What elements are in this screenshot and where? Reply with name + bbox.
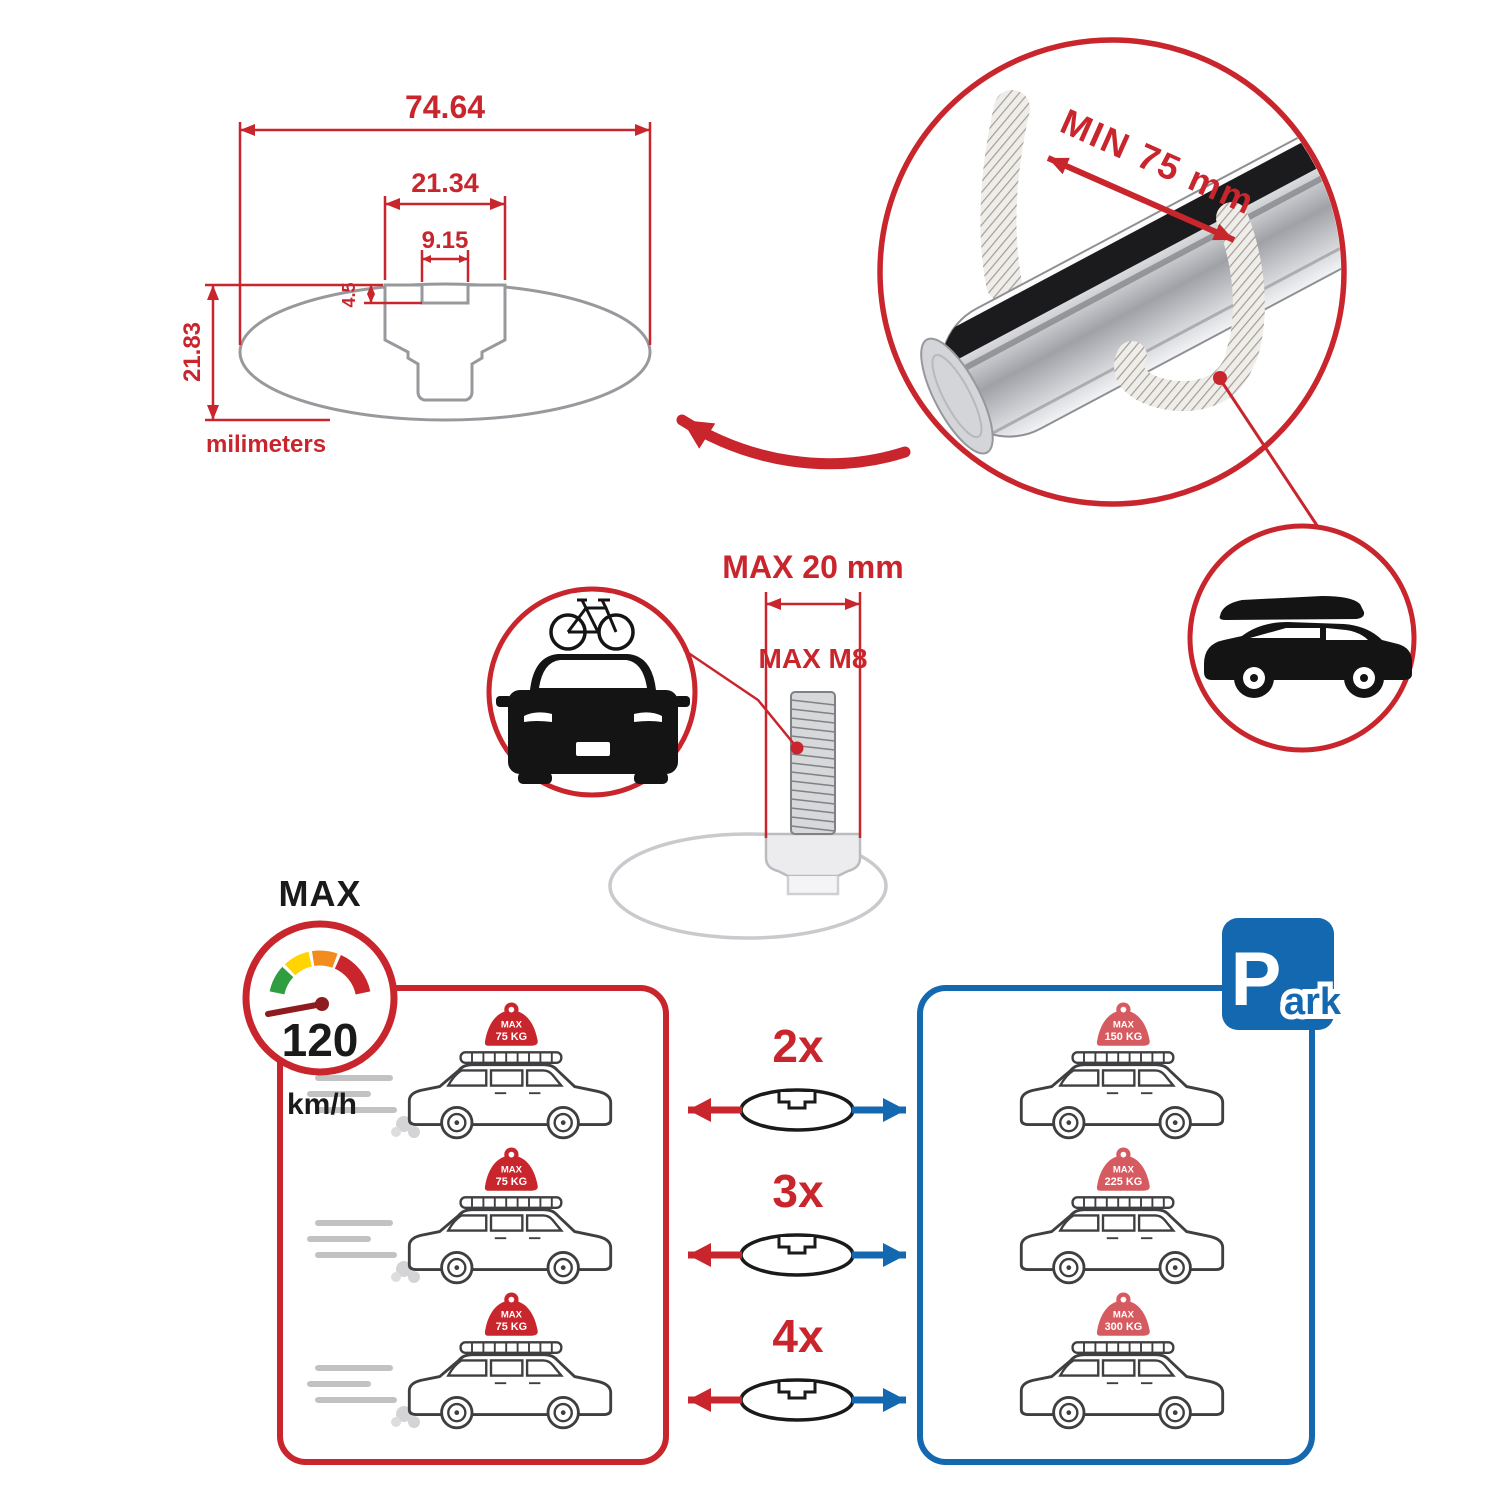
- bolt-max-width-label: MAX 20 mm: [722, 549, 903, 585]
- connector-line: [1220, 381, 1322, 531]
- crossbar-detail-circle: MIN 75 mm: [877, 37, 1347, 507]
- quantity-column: 2x 3x 4x: [688, 1020, 906, 1422]
- zoom-arrow: [676, 414, 911, 470]
- bolt-head: [764, 832, 862, 878]
- dim-slot-width: 9.15: [422, 227, 469, 254]
- roof-box: [1219, 596, 1365, 620]
- bolt-diagram: MAX 20 mm MAX M8: [608, 549, 904, 940]
- bolt-threads: [790, 699, 836, 832]
- gauge-orange-segment: [311, 950, 338, 968]
- badge-max-label: MAX: [1113, 1310, 1135, 1321]
- units-label: milimeters: [206, 431, 326, 458]
- parked-cars: MAX 150 KG MAX 225 KG MAX 300 KG: [1019, 1002, 1225, 1430]
- gauge-green-segment: [269, 966, 294, 995]
- crossbar-render: [920, 43, 1341, 455]
- roof-load-badge: MAX 75 KG: [484, 1292, 538, 1336]
- dim-channel-width: 21.34: [411, 168, 479, 198]
- car-front-silhouette: [496, 654, 690, 784]
- suv-silhouette: [1204, 596, 1412, 698]
- dim-total-width: 74.64: [405, 89, 485, 125]
- clamp-strap-left: [980, 90, 1030, 302]
- park-sign-board: [1222, 918, 1334, 1030]
- bolt-foot: [786, 876, 840, 896]
- badge-weight-label: 150 KG: [1105, 1031, 1143, 1043]
- rubber-channel-strip: [920, 43, 1341, 372]
- faded-profile-oval: [608, 832, 888, 940]
- crossbar-slot-glyph: [777, 1237, 817, 1255]
- badge-weight-label: 75 KG: [496, 1176, 528, 1188]
- badge-max-label: MAX: [501, 1020, 523, 1031]
- quantity-label: 3x: [772, 1165, 824, 1217]
- park-rest: ark: [1284, 981, 1342, 1023]
- roof-load-badge: MAX 75 KG: [484, 1002, 538, 1046]
- cross-section-drawing: 74.64 21.34 9.15 4.5 21.83 milimeters: [179, 89, 652, 458]
- badge-max-label: MAX: [501, 1310, 523, 1321]
- bar-end-face: [920, 337, 994, 455]
- gauge-yellow-segment: [284, 951, 313, 976]
- bicycle-icon: [549, 598, 635, 651]
- speed-limit-gauge: MAX 120 km/h: [242, 873, 398, 1121]
- profile-t-slot-channel: [383, 283, 507, 402]
- clamp-strap-hook: [1114, 335, 1257, 412]
- gauge-needle: [265, 1001, 325, 1017]
- crossbar-slot-glyph: [777, 1382, 817, 1400]
- bolt-max-thread-label: MAX M8: [759, 643, 868, 674]
- roof-load-badge: MAX 75 KG: [484, 1147, 538, 1191]
- car-front-circle: [486, 586, 698, 798]
- quantity-label: 4x: [772, 1310, 824, 1362]
- speed-max-heading: MAX: [279, 873, 362, 914]
- speed-unit: km/h: [287, 1088, 357, 1121]
- min-span-arrow: [1046, 155, 1236, 243]
- badge-max-label: MAX: [1113, 1165, 1135, 1176]
- roof-load-badge: MAX 225 KG: [1096, 1147, 1150, 1191]
- dim-lip-depth: 4.5: [339, 282, 359, 307]
- park-sign: P ark: [1222, 918, 1347, 1030]
- badge-weight-label: 225 KG: [1105, 1176, 1143, 1188]
- dim-total-height: 21.83: [179, 322, 206, 382]
- badge-weight-label: 75 KG: [496, 1031, 528, 1043]
- gauge-pivot: [315, 997, 329, 1011]
- roof-load-badge: MAX 150 KG: [1096, 1002, 1150, 1046]
- speed-value: 120: [282, 1014, 359, 1066]
- roof-load-badge: MAX 300 KG: [1096, 1292, 1150, 1336]
- badge-weight-label: 75 KG: [496, 1321, 528, 1333]
- crossbar-slot-glyph: [777, 1092, 817, 1110]
- driving-cars: MAX 75 KG MAX 75 KG MAX 75 KG: [310, 1002, 613, 1428]
- fixpoint-dot: [1213, 371, 1227, 385]
- badge-max-label: MAX: [501, 1165, 523, 1176]
- badge-weight-label: 300 KG: [1105, 1321, 1143, 1333]
- badge-max-label: MAX: [1113, 1020, 1135, 1031]
- suv-roofbox-circle: [1187, 523, 1417, 753]
- park-letter: P: [1231, 937, 1282, 1022]
- quantity-label: 2x: [772, 1020, 824, 1072]
- gauge-red-segment: [334, 954, 371, 995]
- connector-line: [683, 648, 795, 745]
- bolt-fixpoint-dot: [790, 741, 804, 755]
- profile-oval: [238, 282, 652, 422]
